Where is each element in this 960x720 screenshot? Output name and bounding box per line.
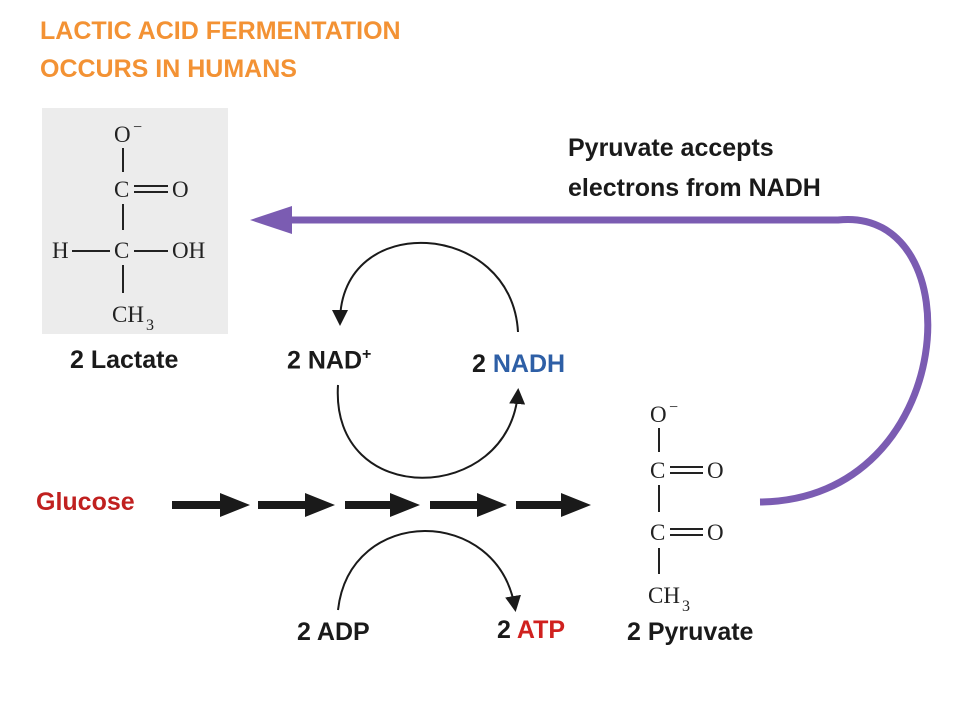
adp-to-atp-arrow [337, 530, 521, 612]
adp-label: 2 ADP [297, 618, 370, 646]
nadh-prefix: 2 [472, 350, 493, 378]
pyruvate-c1: C [650, 458, 665, 483]
glucose-label: Glucose [36, 488, 135, 516]
lactate-h: H [52, 238, 69, 263]
pyruvate-o-minus: O [650, 402, 667, 427]
lactate-carbonyl-c: C [114, 177, 129, 202]
pyruvate-c2: C [650, 520, 665, 545]
atp-text: ATP [516, 616, 566, 644]
lactate-charge: − [133, 119, 142, 136]
electron-transfer-caption: Pyruvate accepts electrons from NADH [568, 128, 821, 208]
lactate-structure: O − C O H C OH CH 3 [52, 119, 205, 334]
pyruvate-o1: O [707, 458, 724, 483]
electron-transfer-arrow [250, 206, 932, 506]
nadh-text: NADH [492, 350, 566, 378]
lactate-c: C [114, 238, 129, 263]
nad-label-text: 2 NAD [287, 346, 363, 375]
pyruvate-structure: O − C O C O CH 3 [648, 399, 724, 615]
atp-label: 2 ATP [497, 616, 565, 645]
lactate-carbonyl-o: O [172, 177, 189, 202]
glycolysis-arrows [172, 493, 591, 517]
pyruvate-label: 2 Pyruvate [627, 618, 754, 646]
nad-recycling-loop [332, 242, 526, 479]
nadh-label: 2 NADH [472, 350, 565, 379]
title-line-2: OCCURS IN HUMANS [40, 55, 297, 83]
pyruvate-o2: O [707, 520, 724, 545]
caption-line-1: Pyruvate accepts [568, 134, 774, 162]
lactate-methyl-sub: 3 [146, 317, 154, 334]
pyruvate-methyl-sub: 3 [682, 598, 690, 615]
lactate-label: 2 Lactate [70, 346, 179, 374]
electron-arrowhead [250, 206, 292, 234]
atp-prefix: 2 [497, 616, 517, 644]
title-line-1: LACTIC ACID FERMENTATION [40, 17, 401, 45]
nad-plus-superscript: + [362, 346, 372, 363]
lactate-o-minus: O [114, 122, 131, 147]
pyruvate-charge: − [669, 399, 678, 416]
lactate-methyl: CH [112, 302, 144, 327]
lactate-oh: OH [172, 238, 205, 263]
lactate-structure-background [42, 108, 228, 334]
caption-line-2: electrons from NADH [568, 174, 821, 202]
slide-title: LACTIC ACID FERMENTATION OCCURS IN HUMAN… [40, 12, 401, 88]
pyruvate-methyl: CH [648, 583, 680, 608]
nad-plus-label: 2 NAD+ [287, 346, 371, 375]
